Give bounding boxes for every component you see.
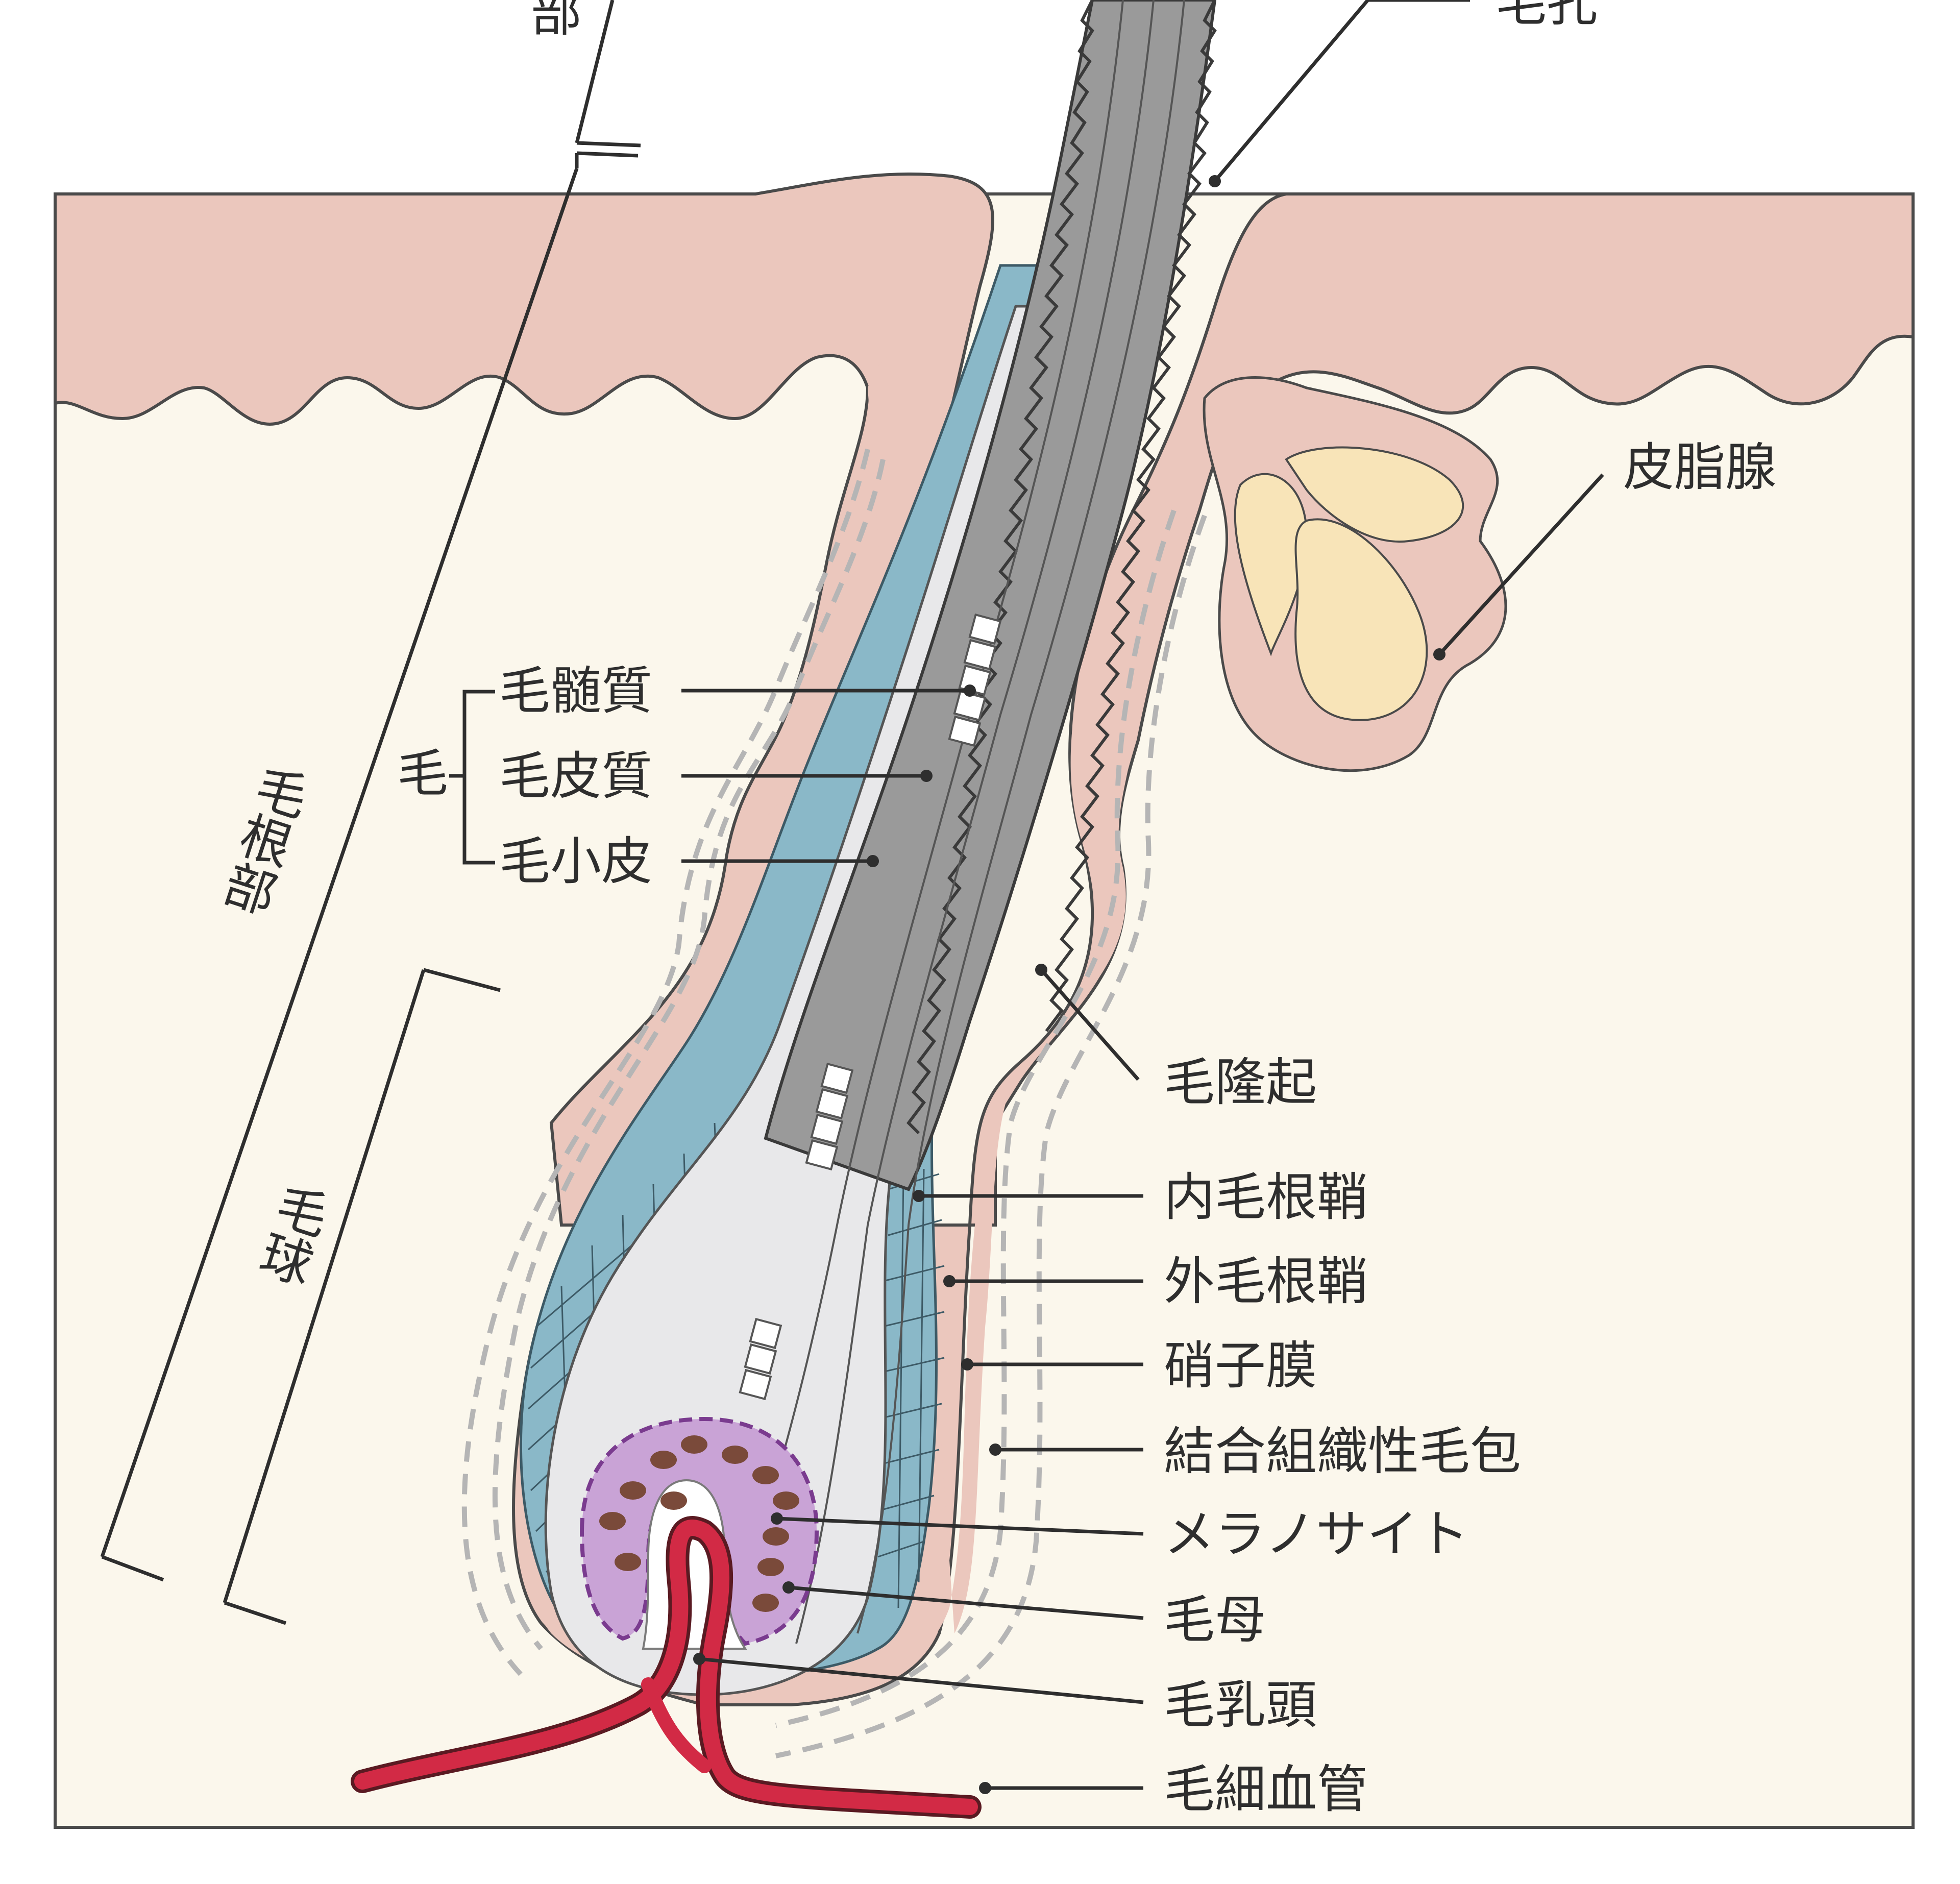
medulla-dot <box>964 684 976 697</box>
cuticle-dot <box>867 855 879 867</box>
pore-dot <box>1209 175 1221 187</box>
hair-label: 毛 <box>397 744 448 803</box>
outer-root-sheath-label: 外毛根鞘 <box>1164 1252 1368 1311</box>
hair-matrix-label: 毛母 <box>1164 1590 1266 1650</box>
sebaceous-gland-lobe-3 <box>1294 518 1428 721</box>
sebaceous-gland-label: 皮脂腺 <box>1623 437 1776 497</box>
shaft-part-bracket[interactable] <box>575 0 641 148</box>
dermal-papilla-label: 毛乳頭 <box>1164 1675 1317 1735</box>
melanocyte-leader <box>776 1516 1144 1536</box>
sebaceous-gland-leader <box>1438 473 1604 656</box>
connective-tissue-line-left-2 <box>461 448 870 1676</box>
hair-bulb-bracket[interactable] <box>223 968 501 1625</box>
sebaceous-gland-dot <box>1433 648 1446 660</box>
root-part-bracket[interactable] <box>100 151 639 1582</box>
medulla-blocks <box>739 613 1002 1401</box>
cuticle-label: 毛小皮 <box>499 831 652 891</box>
pore-leader <box>1213 0 1470 183</box>
connective-tissue-follicle-label: 結合組織性毛包 <box>1164 1422 1521 1481</box>
hair-layers-brace <box>449 690 495 865</box>
capillary-branch <box>641 1677 712 1773</box>
dermal-papilla-leader <box>699 1657 1144 1704</box>
sebaceous-gland-lobe-1 <box>1234 473 1308 656</box>
hair-shaft <box>764 0 1217 1191</box>
cortex-line-1 <box>724 0 1124 1634</box>
pore-label: 毛孔 <box>1496 0 1598 33</box>
capillary-fill <box>354 1520 978 1815</box>
hair-matrix-dot <box>782 1581 795 1594</box>
capillary-label: 毛細血管 <box>1164 1759 1368 1819</box>
glassy-membrane-label: 硝子膜 <box>1164 1336 1317 1396</box>
connective-tissue-line-right-1 <box>775 509 1177 1728</box>
sebaceous-gland-lobe-2 <box>1285 446 1464 543</box>
inner-root-sheath-dot <box>913 1190 925 1202</box>
bulge-leader <box>1040 968 1140 1081</box>
bulge-dot <box>1035 964 1047 976</box>
connective-tissue-line-right-2 <box>775 515 1207 1758</box>
melanocyte-label: メラノサイト <box>1164 1504 1469 1564</box>
outer-root-sheath-dot <box>943 1275 955 1287</box>
cortex-line-2 <box>795 0 1155 1644</box>
cortex-line-3 <box>856 0 1185 1634</box>
cortex-dot <box>920 770 933 782</box>
connective-tissue-line-left-1 <box>492 459 886 1651</box>
hair-matrix-leader <box>788 1585 1144 1620</box>
melanocytes <box>599 1435 799 1612</box>
melanocyte-dot <box>771 1512 783 1525</box>
cuticle-serration-left <box>906 0 1094 1135</box>
medulla-label: 毛髄質 <box>499 661 652 721</box>
dermal-papilla-dot <box>693 1653 705 1665</box>
cuticle-serration-right <box>1045 0 1217 1032</box>
bulge-label: 毛隆起 <box>1164 1053 1317 1112</box>
capillary-dot <box>979 1782 991 1794</box>
cortex-label: 毛皮質 <box>499 746 652 806</box>
inner-root-sheath-label: 内毛根鞘 <box>1164 1167 1368 1227</box>
glassy-membrane-dot <box>961 1358 973 1371</box>
connective-tissue-follicle-dot <box>989 1443 1001 1456</box>
shaft-part-label: 部 <box>531 0 582 43</box>
